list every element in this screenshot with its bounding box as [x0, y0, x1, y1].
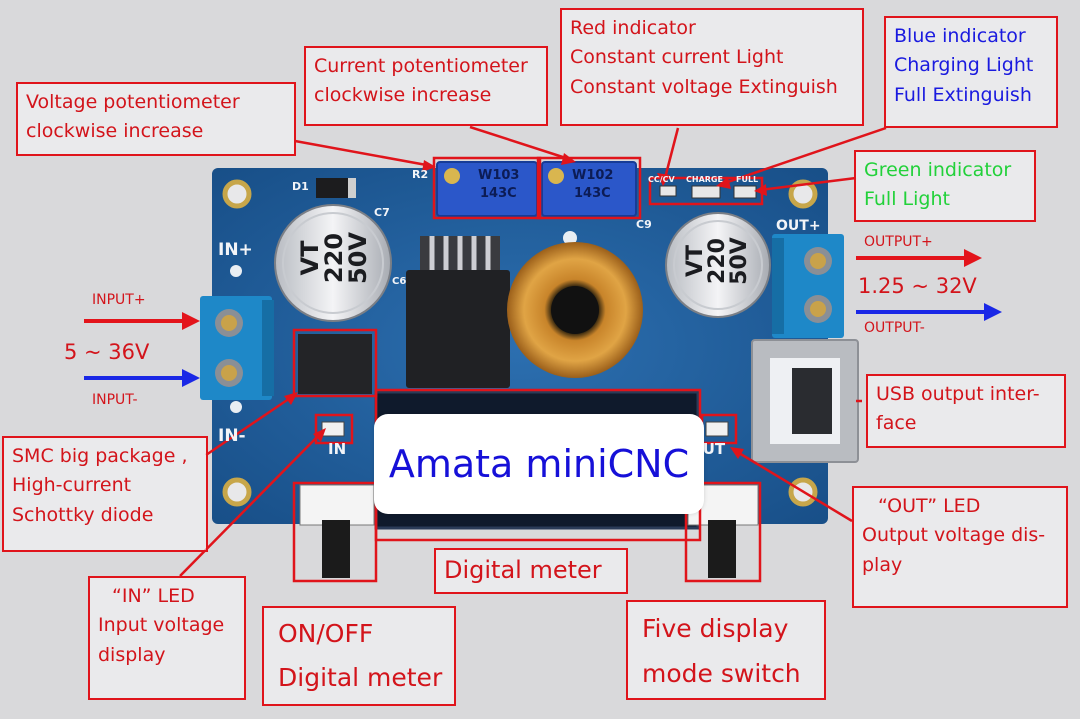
silk-charge: CHARGE: [686, 175, 723, 184]
smc-diode-line2: High-current: [12, 474, 132, 497]
usb-port: [751, 339, 859, 463]
regulator-ic: [406, 236, 510, 388]
smc-diode-line1: SMC big package ,: [12, 445, 188, 467]
on-off-label: ON/OFF Digital meter: [262, 606, 456, 706]
silk-in-led: IN: [328, 440, 347, 458]
out-led-line2: Output voltage dis-: [862, 524, 1046, 547]
leader-lines: [179, 125, 887, 577]
output-capacitor: [665, 212, 771, 318]
cap2-line2: 220: [705, 238, 730, 284]
silk-d1: D1: [292, 180, 309, 193]
smc-diode-label: SMC big package , High-current Schottky …: [2, 436, 208, 552]
smc-diode-part: [298, 334, 372, 394]
usb-output-line1: USB output inter-: [876, 383, 1040, 405]
watermark-banner: Amata miniCNC: [374, 414, 704, 514]
input-minus-label: INPUT-: [92, 392, 138, 408]
current-potentiometer: [541, 161, 637, 217]
out-led-label: “OUT” LED Output voltage dis- play: [852, 486, 1068, 608]
blue-indicator-line3: Full Extinguish: [894, 83, 1032, 106]
voltage-potentiometer: [436, 161, 538, 217]
five-mode-line2: mode switch: [642, 659, 801, 688]
cap1-line3: 50V: [344, 232, 372, 284]
red-indicator-label: Red indicator Constant current Light Con…: [560, 8, 864, 126]
output-terminal: [772, 234, 844, 338]
blue-indicator-label: Blue indicator Charging Light Full Extin…: [884, 16, 1058, 128]
output-minus-label: OUTPUT-: [864, 320, 925, 336]
voltage-pot-line1: Voltage potentiometer: [26, 91, 240, 113]
in-led-line2: Input voltage: [98, 614, 225, 637]
silk-out-plus: OUT+: [776, 218, 821, 234]
voltage-potentiometer-label: Voltage potentiometer clockwise increase: [16, 82, 296, 156]
smc-diode-line3: Schottky diode: [12, 503, 154, 526]
on-off-button: [299, 484, 375, 578]
five-mode-label: Five display mode switch: [626, 600, 826, 700]
mounting-holes: [222, 179, 818, 507]
inductor-coil: [507, 242, 643, 378]
cap2-line1: VT: [683, 244, 708, 278]
usb-output-label: USB output inter- face: [866, 374, 1066, 448]
input-capacitor-text: VT 220 50V: [296, 220, 372, 296]
blue-indicator-line2: Charging Light: [894, 54, 1034, 77]
silk-c6: C6: [392, 276, 407, 287]
in-led-line1: “IN” LED: [112, 585, 195, 607]
out-led-line1: “OUT” LED: [878, 495, 981, 517]
digital-meter-label: Digital meter: [434, 548, 628, 594]
out-led-line3: play: [862, 553, 903, 576]
voltage-pot-line2: clockwise increase: [26, 120, 204, 143]
output-plus-label: OUTPUT+: [864, 234, 933, 250]
silk-c9: C9: [636, 218, 652, 231]
red-indicator-line3: Constant voltage Extinguish: [570, 75, 838, 98]
cap1-line2: 220: [320, 232, 348, 284]
red-indicator-line2: Constant current Light: [570, 46, 784, 69]
input-capacitor: [274, 204, 392, 322]
cap2-line3: 50V: [727, 237, 752, 285]
on-off-line1: ON/OFF: [278, 619, 374, 648]
current-pot-line1: Current potentiometer: [314, 55, 528, 77]
pot1-code-line2: 143C: [480, 186, 517, 201]
silk-full: FULL: [736, 175, 759, 184]
green-indicator-line2: Full Light: [864, 188, 950, 211]
red-indicator-line1: Red indicator: [570, 17, 696, 39]
green-indicator-label: Green indicator Full Light: [854, 150, 1036, 222]
pot2-code-line2: 143C: [574, 186, 611, 201]
silk-c7: C7: [374, 206, 390, 219]
usb-output-line2: face: [876, 412, 917, 435]
pot1-code-line1: W103: [478, 168, 520, 183]
silk-in-plus: IN+: [218, 240, 253, 260]
five-mode-line1: Five display: [642, 614, 789, 643]
cap1-line1: VT: [296, 240, 324, 276]
pot2-code-line1: W102: [572, 168, 614, 183]
output-range-label: 1.25 ~ 32V: [858, 274, 977, 298]
in-led-label: “IN” LED Input voltage display: [88, 576, 246, 700]
power-arrows: [84, 249, 1002, 387]
current-pot-line2: clockwise increase: [314, 84, 492, 107]
output-capacitor-text: VT 220 50V: [683, 227, 752, 295]
blue-indicator-line1: Blue indicator: [894, 25, 1026, 47]
silk-r2: R2: [412, 168, 429, 181]
on-off-line2: Digital meter: [278, 662, 443, 692]
silk-in-minus: IN-: [218, 426, 246, 446]
silk-cc-cv: CC/CV: [648, 175, 675, 184]
current-potentiometer-label: Current potentiometer clockwise increase: [304, 46, 548, 126]
digital-meter-text: Digital meter: [444, 556, 602, 584]
input-range-label: 5 ~ 36V: [64, 340, 150, 364]
in-led-line3: display: [98, 643, 166, 666]
input-plus-label: INPUT+: [92, 292, 146, 308]
input-terminal: [200, 296, 274, 400]
green-indicator-line1: Green indicator: [864, 159, 1012, 181]
